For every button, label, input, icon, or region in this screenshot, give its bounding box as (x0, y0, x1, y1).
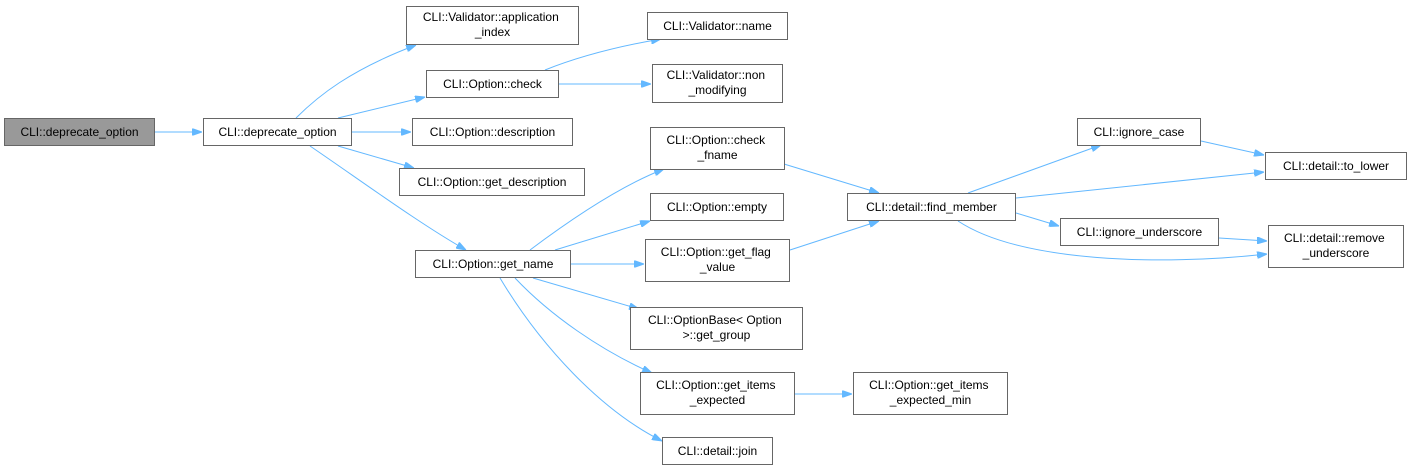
node-ignore-underscore[interactable]: CLI::ignore_underscore (1060, 218, 1219, 246)
node-option-get-flag-value[interactable]: CLI::Option::get_flag _value (645, 239, 790, 282)
node-box (662, 437, 773, 465)
node-option-get-items-expected[interactable]: CLI::Option::get_items _expected (640, 372, 795, 415)
edge-option-get-name-to-detail-join (499, 277, 662, 441)
node-option-empty[interactable]: CLI::Option::empty (650, 193, 784, 221)
node-label: CLI::Option::empty (667, 200, 767, 214)
node-detail-to-lower[interactable]: CLI::detail::to_lower (1265, 152, 1407, 180)
edge-option-check-fname-to-detail-find-member (783, 163, 879, 193)
node-box (645, 239, 790, 282)
node-label: CLI::detail::join (678, 444, 757, 458)
node-label: CLI::Validator::non _modifying (667, 68, 769, 97)
node-option-get-items-expected-min[interactable]: CLI::Option::get_items _expected_min (853, 372, 1008, 415)
node-box (652, 64, 783, 103)
node-box (647, 12, 788, 40)
node-box (1060, 218, 1219, 246)
node-label: CLI::Validator::name (663, 19, 772, 33)
edge-detail-find-member-to-ignore-case (967, 145, 1101, 194)
node-label: CLI::detail::to_lower (1283, 159, 1389, 173)
node-box (406, 6, 579, 45)
node-label: CLI::deprecate_option (20, 125, 138, 139)
node-detail-find-member[interactable]: CLI::detail::find_member (847, 193, 1016, 221)
node-option-get-description[interactable]: CLI::Option::get_description (399, 168, 585, 196)
node-label: CLI::Option::check _fname (666, 133, 768, 162)
node-detail-remove-underscore[interactable]: CLI::detail::remove _underscore (1268, 225, 1404, 268)
node-label: CLI::Option::check (443, 77, 543, 91)
edge-option-get-name-to-optionbase-get-group (532, 277, 639, 309)
node-box (426, 70, 559, 98)
node-label: CLI::Option::get_flag _value (661, 245, 774, 274)
edge-deprecate-option-to-option-get-name (309, 145, 466, 250)
node-box (1268, 225, 1404, 268)
node-box (630, 307, 803, 350)
node-label: CLI::Option::get_name (433, 257, 554, 271)
node-box (1077, 118, 1201, 146)
edge-deprecate-option-to-option-get-description (337, 145, 414, 168)
edge-deprecate-option-to-application-index (295, 45, 416, 119)
edge-option-get-flag-value-to-detail-find-member (789, 221, 879, 251)
node-validator-application-index[interactable]: CLI::Validator::application _index (406, 6, 579, 45)
node-box (412, 118, 573, 146)
node-label: CLI::ignore_case (1094, 125, 1185, 139)
edge-detail-find-member-to-detail-remove-underscore (957, 220, 1267, 261)
node-label: CLI::Validator::application _index (423, 10, 562, 39)
edges (155, 39, 1267, 441)
node-ignore-case[interactable]: CLI::ignore_case (1077, 118, 1201, 146)
edge-detail-find-member-to-ignore-underscore (1015, 212, 1059, 226)
edge-deprecate-option-to-option-check (337, 97, 425, 119)
node-validator-name[interactable]: CLI::Validator::name (647, 12, 788, 40)
node-box (415, 250, 571, 278)
node-box (399, 168, 585, 196)
node-label: CLI::detail::find_member (866, 200, 997, 214)
node-label: CLI::Option::get_description (418, 175, 567, 189)
node-box (203, 118, 352, 146)
node-label: CLI::Option::get_items _expected_min (869, 378, 992, 407)
edge-option-check-to-validator-name (544, 39, 661, 71)
node-option-get-name[interactable]: CLI::Option::get_name (415, 250, 571, 278)
edge-option-get-name-to-option-empty (554, 221, 650, 251)
node-box (640, 372, 795, 415)
node-label: CLI::deprecate_option (218, 125, 336, 139)
node-root-deprecate-option: CLI::deprecate_option (4, 118, 155, 146)
edge-detail-find-member-to-detail-to-lower (1015, 172, 1264, 199)
node-optionbase-get-group[interactable]: CLI::OptionBase< Option >::get_group (630, 307, 803, 350)
edge-ignore-underscore-to-detail-remove-underscore (1218, 238, 1267, 241)
node-detail-join[interactable]: CLI::detail::join (662, 437, 773, 465)
node-option-description[interactable]: CLI::Option::description (412, 118, 573, 146)
node-box (1265, 152, 1407, 180)
node-label: CLI::OptionBase< Option >::get_group (648, 313, 785, 342)
node-label: CLI::detail::remove _underscore (1284, 231, 1388, 260)
node-validator-non-modifying[interactable]: CLI::Validator::non _modifying (652, 64, 783, 103)
node-box (853, 372, 1008, 415)
node-label: CLI::ignore_underscore (1077, 225, 1203, 239)
node-option-check[interactable]: CLI::Option::check (426, 70, 559, 98)
node-box (650, 193, 784, 221)
nodes: CLI::deprecate_option CLI::deprecate_opt… (4, 6, 1407, 465)
node-box (847, 193, 1016, 221)
node-deprecate-option[interactable]: CLI::deprecate_option (203, 118, 352, 146)
edge-option-get-name-to-option-check-fname (529, 169, 664, 251)
node-label: CLI::Option::get_items _expected (656, 378, 779, 407)
node-option-check-fname[interactable]: CLI::Option::check _fname (650, 127, 785, 170)
node-box (650, 127, 785, 170)
edge-ignore-case-to-detail-to-lower (1200, 140, 1264, 155)
node-label: CLI::Option::description (430, 125, 555, 139)
edge-option-get-name-to-option-get-items-expected (514, 277, 652, 373)
node-box (4, 118, 155, 146)
